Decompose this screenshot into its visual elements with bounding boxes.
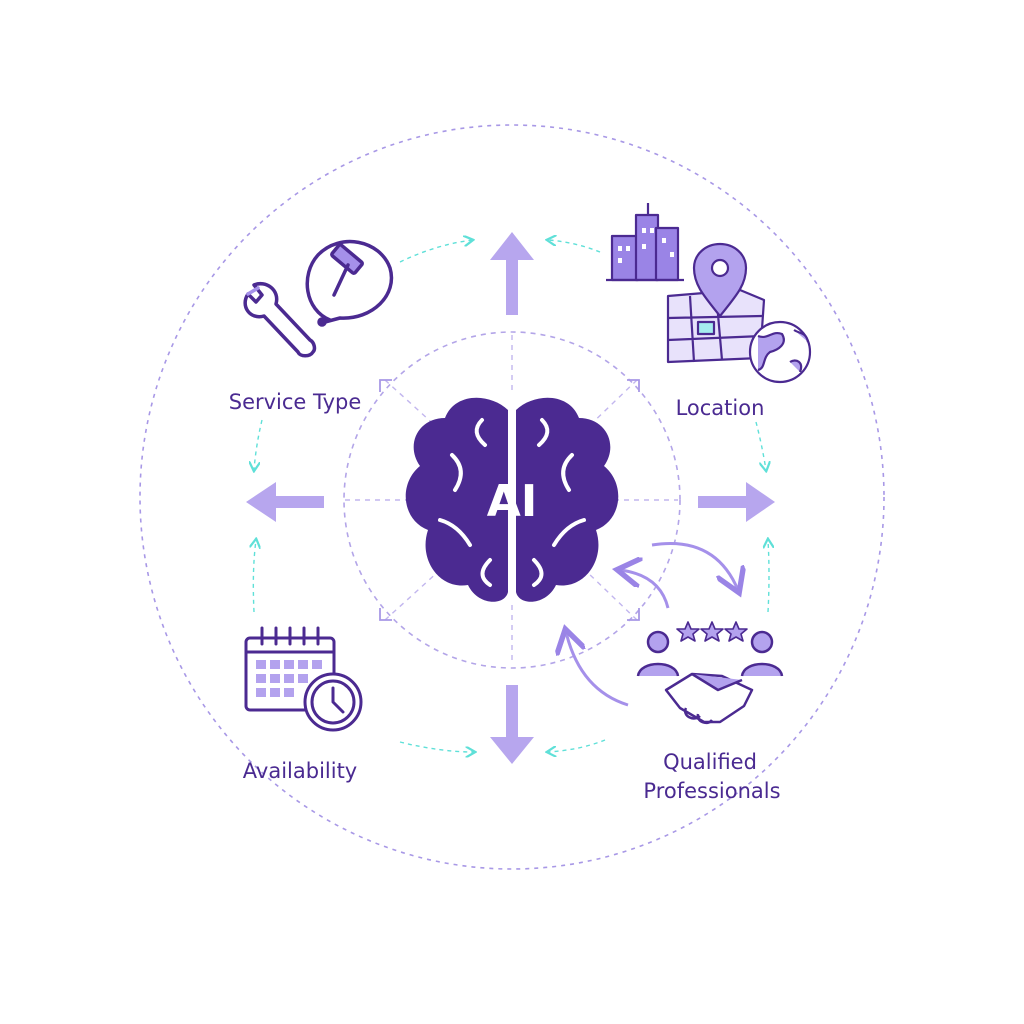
diagonal-corners [379, 379, 640, 621]
big-arrows [246, 232, 775, 764]
city-map-pin-globe-icon [606, 203, 812, 384]
calendar-clock-icon [244, 626, 363, 732]
outer-ring [139, 124, 885, 870]
brain-icon [405, 397, 619, 602]
wrench-hammer-icon [243, 239, 394, 358]
node-label-availability: Availability [242, 759, 358, 783]
teal-connectors [253, 240, 769, 752]
handshake-rating-icon [636, 621, 784, 725]
center-ai-label: AI [486, 476, 538, 527]
feedback-arrows [566, 542, 738, 707]
inner-ring [343, 331, 681, 669]
node-label-service-type: Service Type [228, 390, 362, 414]
node-label-professionals-line1: Qualified [663, 750, 757, 774]
node-label-location: Location [675, 396, 765, 420]
node-label-professionals-line2: Professionals [643, 779, 781, 803]
